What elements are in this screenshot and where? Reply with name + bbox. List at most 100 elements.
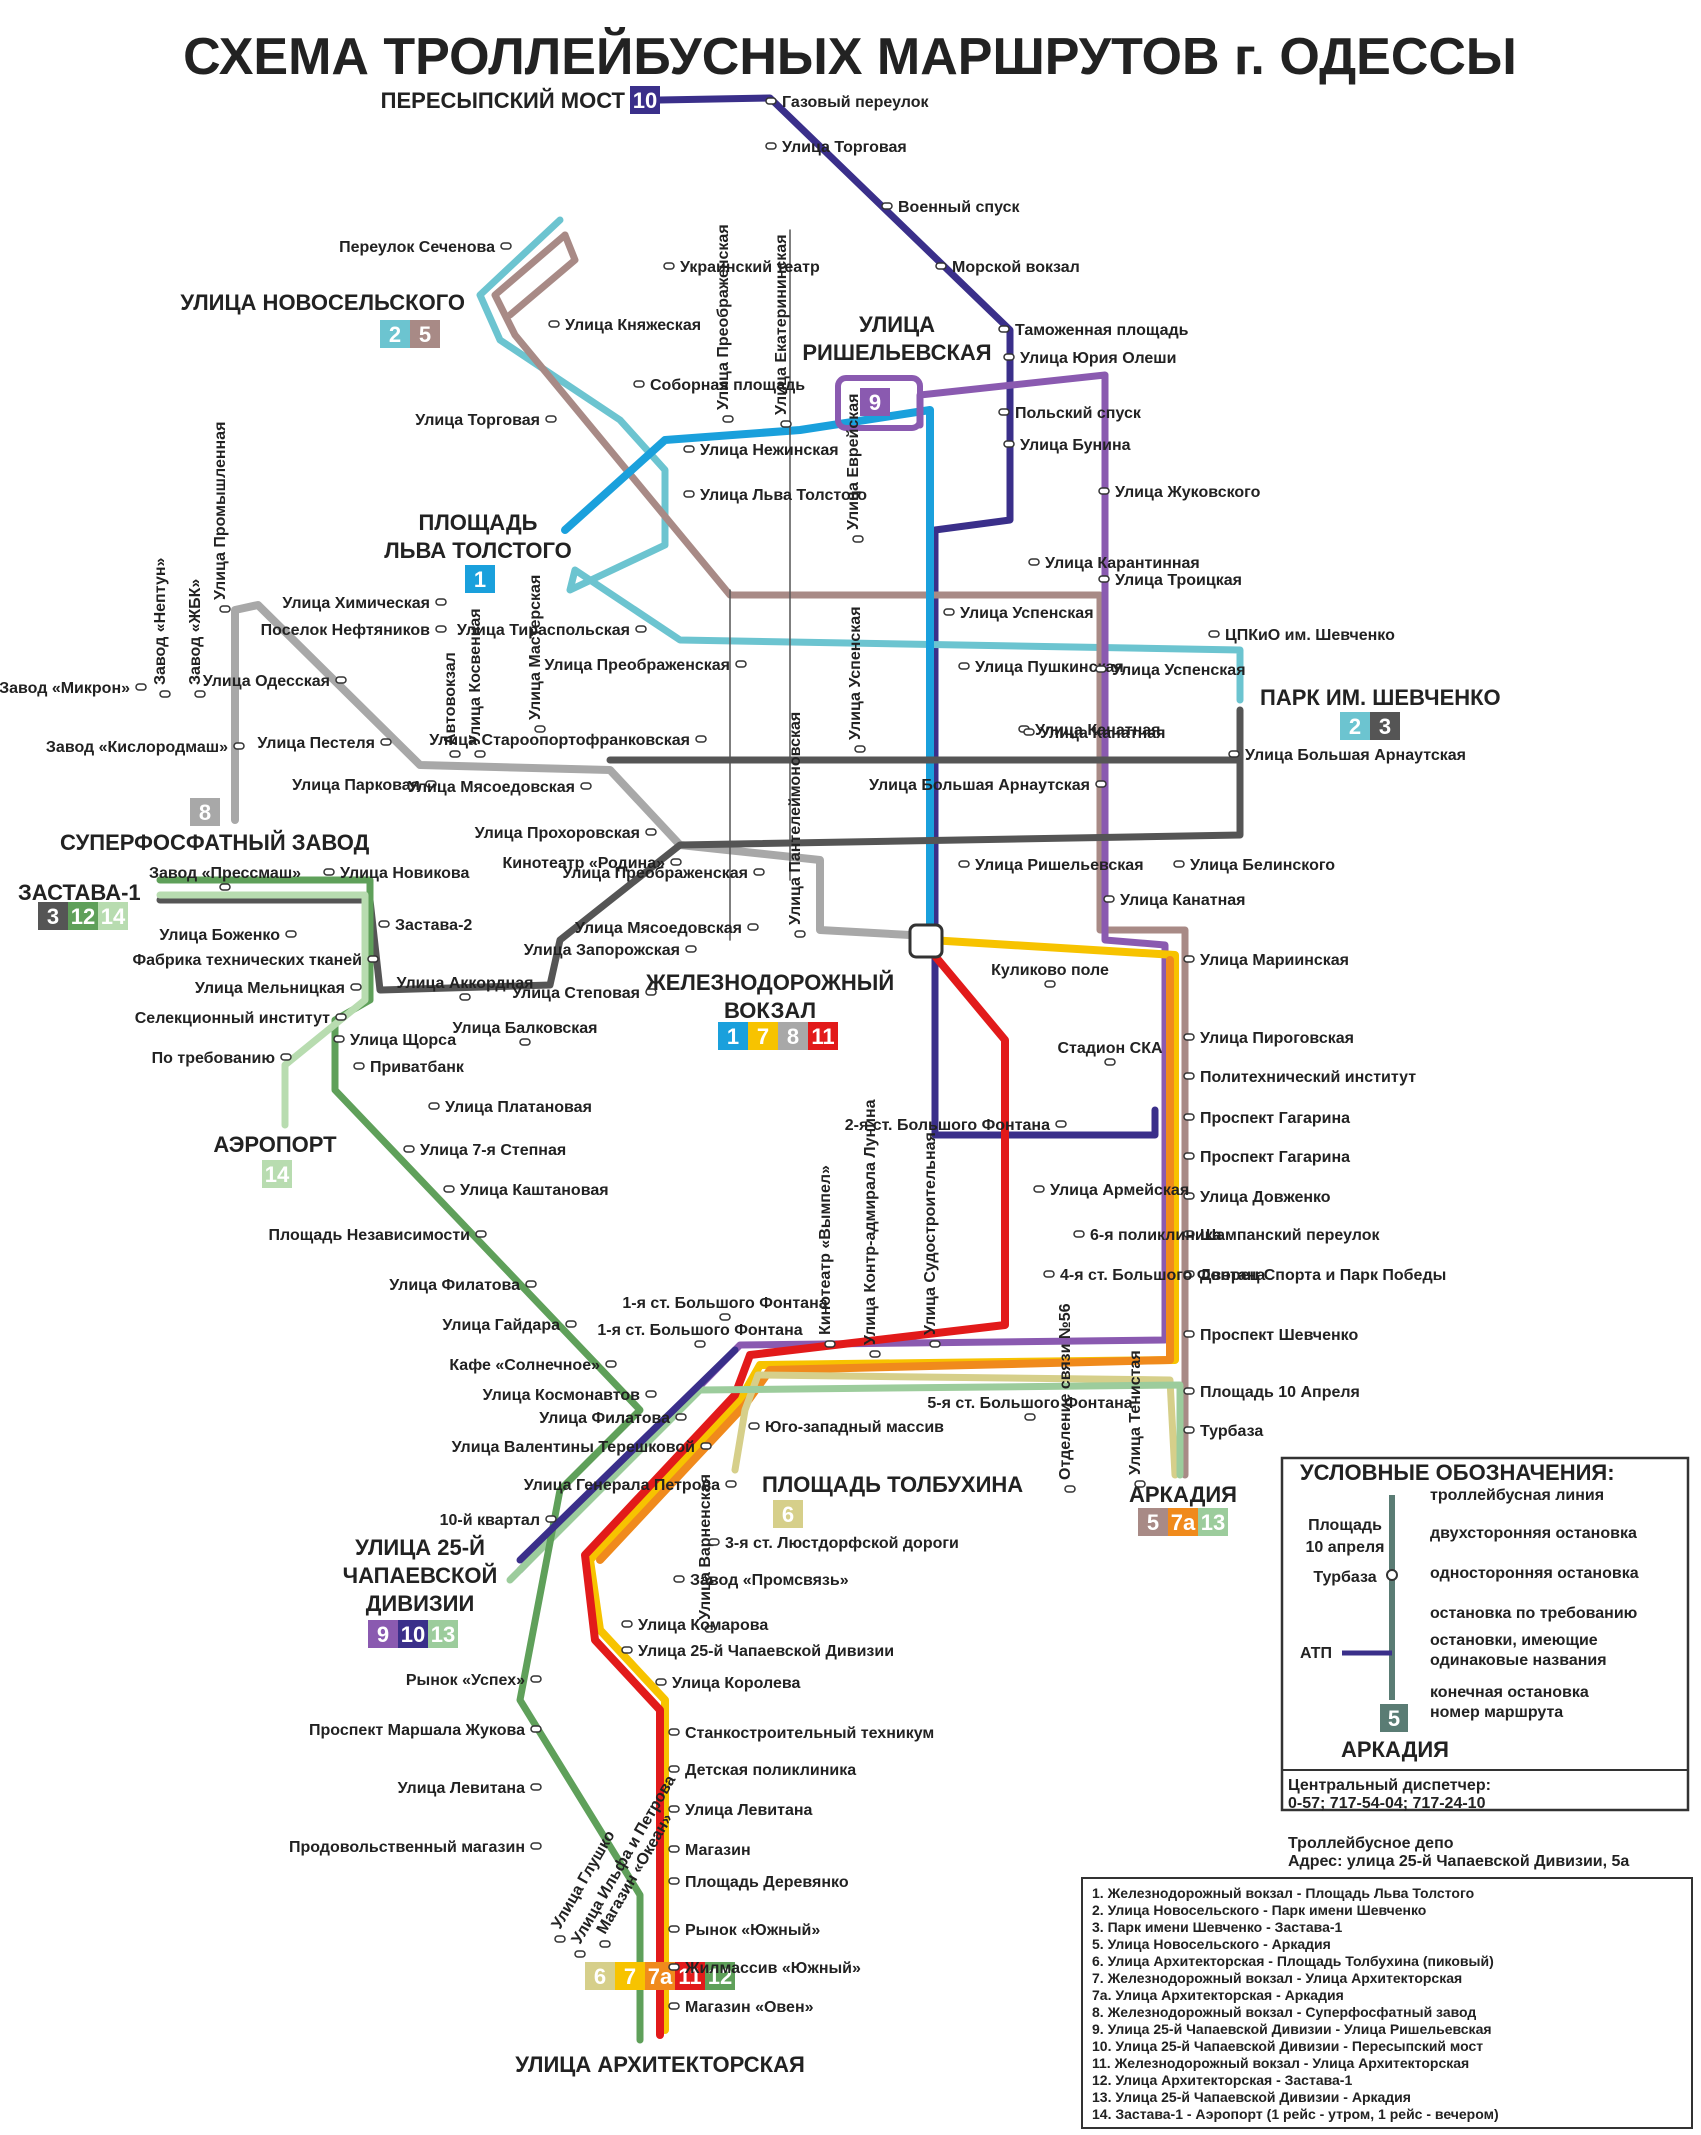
dispatcher-phones: 0-57; 717-54-04; 717-24-10 xyxy=(1288,1795,1486,1812)
route-badge-text: 1 xyxy=(474,567,486,592)
station-label: Улица Аккордная xyxy=(397,975,534,992)
legend-item-7: конечная остановка xyxy=(1430,1684,1589,1701)
station-stop-marker xyxy=(519,1038,531,1046)
legend-title: УСЛОВНЫЕ ОБОЗНАЧЕНИЯ: xyxy=(1300,1460,1615,1485)
station-label: Улица Новикова xyxy=(340,865,470,882)
route-badge-text: 12 xyxy=(708,1964,732,1989)
station-stop-marker xyxy=(403,1145,415,1153)
station-label: Улица Контр-адмирала Лунина xyxy=(862,1099,879,1345)
station-label: Завод «Микрон» xyxy=(0,680,130,697)
station-stop-marker xyxy=(645,828,657,836)
routes-list: 1. Железнодорожный вокзал - Площадь Льва… xyxy=(1081,1877,1693,2129)
station-stop-marker xyxy=(1173,860,1185,868)
legend-route-badge xyxy=(1380,1704,1408,1732)
station-label: Улица Комарова xyxy=(638,1617,768,1634)
legend-box xyxy=(1280,1456,1690,1812)
station-stop-marker xyxy=(580,782,592,790)
station-label: Улица Пушкинская xyxy=(975,659,1124,676)
routes-list-item: 7а. Улица Архитекторская - Аркадия xyxy=(1092,1987,1344,2003)
station-stop-marker xyxy=(1183,1330,1195,1338)
station-label: Магазин xyxy=(685,1842,751,1859)
station-label: Улица Успенская xyxy=(1112,662,1246,679)
station-stop-marker xyxy=(1134,1480,1146,1488)
station-stop-marker xyxy=(668,1805,680,1813)
station-stop-marker xyxy=(668,1728,680,1736)
station-stop-marker xyxy=(765,97,777,105)
route-badge-text: 1 xyxy=(727,1024,739,1049)
route-badge-zastava-3 xyxy=(38,902,68,930)
route-badge-text: 6 xyxy=(594,1964,606,1989)
station-label: Улица Бунина xyxy=(1020,437,1131,454)
route-2-line xyxy=(476,216,1244,704)
station-label: Соборная площадь xyxy=(650,377,805,394)
dispatcher-label: Центральный диспетчер: xyxy=(1288,1777,1491,1794)
station-label: Приватбанк xyxy=(370,1059,465,1076)
routes-list-item: 14. Застава-1 - Аэропорт (1 рейс - утром… xyxy=(1092,2106,1499,2122)
route-badge-text: 8 xyxy=(787,1024,799,1049)
station-label: Станкостроительный техникум xyxy=(685,1725,934,1742)
station-label: Улица Жуковского xyxy=(1115,484,1261,501)
station-stop-marker xyxy=(159,690,171,698)
station-label: Рынок «Успех» xyxy=(406,1672,525,1689)
station-label: 4-я ст. Большого Фонтана xyxy=(1060,1267,1265,1284)
station-label: Улица 7-я Степная xyxy=(420,1142,566,1159)
station-label: Рынок «Южный» xyxy=(685,1922,820,1939)
legend-item-6: одинаковые названия xyxy=(1430,1652,1607,1669)
station-stop-marker xyxy=(1098,575,1110,583)
station-stop-marker xyxy=(219,605,231,613)
station-label: Поселок Нефтяников xyxy=(261,622,431,639)
station-stop-marker xyxy=(525,1280,537,1288)
station-label: Улица Тираспольская xyxy=(457,622,630,639)
route-badge-text: 10 xyxy=(633,88,657,113)
station-label: Улица Торговая xyxy=(415,412,540,429)
station-label: Улица Космонавтов xyxy=(483,1387,641,1404)
station-stop-marker xyxy=(869,1350,881,1358)
station-stop-marker xyxy=(958,860,970,868)
station-stop-marker xyxy=(1183,1387,1195,1395)
route-badge-text: 14 xyxy=(265,1162,290,1187)
station-stop-marker xyxy=(443,1185,455,1193)
station-label: Улица Преображенская xyxy=(544,657,730,674)
route-badge-text: 11 xyxy=(811,1024,834,1049)
station-label: Кинотеатр «Вымпел» xyxy=(817,1165,834,1335)
station-stop-marker xyxy=(194,690,206,698)
station-label: Улица Белинского xyxy=(1190,857,1335,874)
station-label: Улица Преображенская xyxy=(715,224,732,410)
station-label: Улица Канатная xyxy=(1040,725,1165,742)
station-label: Площадь 10 Апреля xyxy=(1200,1384,1360,1401)
station-stop-marker xyxy=(704,1625,716,1633)
routes-list-item: 7. Железнодорожный вокзал - Улица Архите… xyxy=(1092,1970,1462,1986)
route-badge-text: 7 xyxy=(757,1024,769,1049)
route-badge-arhitekt-12 xyxy=(705,1962,735,1990)
route-badge-novoselsk-2 xyxy=(380,320,410,348)
station-stop-marker xyxy=(881,202,893,210)
station-stop-marker xyxy=(219,883,231,891)
station-label: Улица Каштановая xyxy=(460,1182,609,1199)
station-label: Проспект Гагарина xyxy=(1200,1110,1350,1127)
station-stop-marker xyxy=(380,738,392,746)
station-label: Политехнический институт xyxy=(1200,1069,1416,1086)
station-label: Улица Успенская xyxy=(960,605,1094,622)
station-label: Отделение связи №56 xyxy=(1057,1303,1074,1480)
station-stop-marker xyxy=(854,745,866,753)
route-badge-vokzal-7 xyxy=(748,1022,778,1050)
route-badge-text: 13 xyxy=(431,1622,455,1647)
station-stop-marker xyxy=(1064,1485,1076,1493)
map-title: СХЕМА ТРОЛЛЕЙБУСНЫХ МАРШРУТОВ г. ОДЕССЫ xyxy=(183,27,1517,86)
station-label: Улица Филатова xyxy=(389,1277,520,1294)
station-stop-marker xyxy=(722,415,734,423)
station-stop-marker xyxy=(335,676,347,684)
station-label: Газовый переулок xyxy=(782,94,930,111)
route-badge-vokzal-8 xyxy=(778,1022,808,1050)
station-label: Улица Юрия Олеши xyxy=(1020,350,1176,367)
route-badge-arhitekt-7 xyxy=(615,1962,645,1990)
station-label: Улица Староопортофранковская xyxy=(429,732,690,749)
station-stop-marker xyxy=(655,1678,667,1686)
station-stop-marker xyxy=(943,608,955,616)
route-badge-text: 3 xyxy=(1379,714,1391,739)
legend: УСЛОВНЫЕ ОБОЗНАЧЕНИЯ: троллейбусная лини… xyxy=(1280,1456,1690,1870)
station-label: Улица Довженко xyxy=(1200,1189,1331,1206)
terminal-vokzal-label-2: ВОКЗАЛ xyxy=(724,998,816,1023)
station-stop-marker xyxy=(748,1422,760,1430)
station-stop-marker xyxy=(449,750,461,758)
